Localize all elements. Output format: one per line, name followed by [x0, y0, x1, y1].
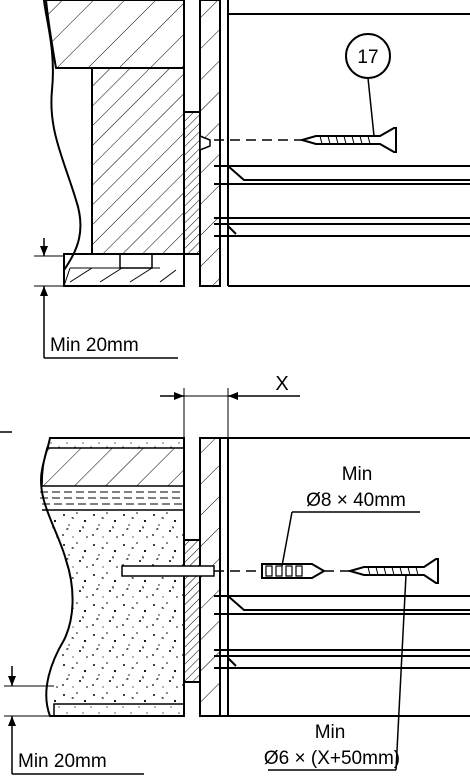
long-screw	[346, 558, 439, 584]
top-detail: 17 Min 20mm	[34, 0, 470, 359]
plug-spec: Min Ø8 × 40mm	[281, 464, 420, 567]
bottom-detail: X	[0, 373, 470, 775]
bottom-cabinet-panel	[199, 437, 470, 717]
bottom-min-clearance: Min 20mm	[4, 666, 144, 775]
screw-spec: Min Ø6 × (X+50mm)	[264, 574, 407, 771]
plug-label-min: Min	[342, 464, 373, 485]
wall-plug	[261, 563, 326, 579]
top-min-clearance-label: Min 20mm	[50, 335, 139, 356]
spacing-dimension: X	[160, 373, 300, 440]
bottom-batten	[183, 539, 201, 683]
screw-label-size: Ø6 × (X+50mm)	[264, 748, 400, 769]
top-min-clearance: Min 20mm	[34, 238, 178, 359]
callout-number: 17	[357, 47, 378, 68]
top-wall	[42, 0, 185, 287]
top-batten	[183, 111, 201, 255]
top-screw	[214, 127, 397, 153]
screw-label-min: Min	[315, 722, 346, 743]
bottom-wall	[39, 437, 185, 717]
plug-label-size: Ø8 × 40mm	[306, 490, 406, 511]
callout-17: 17	[345, 33, 391, 137]
bottom-min-clearance-label: Min 20mm	[18, 751, 107, 772]
spacing-label: X	[275, 373, 288, 395]
